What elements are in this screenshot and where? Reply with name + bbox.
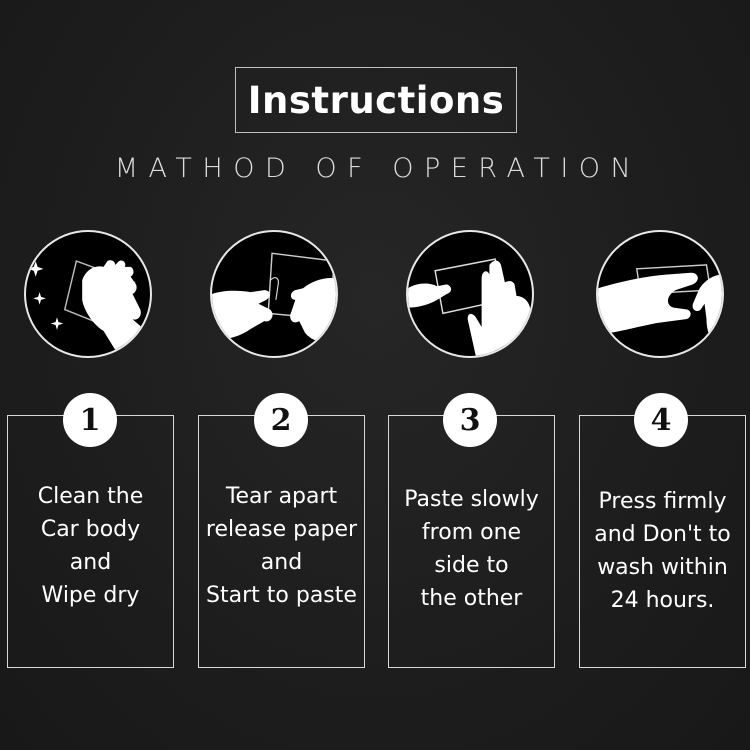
step-description: Clean the Car body and Wipe dry — [37, 484, 144, 608]
page-title: Instructions — [247, 78, 505, 122]
title-box: Instructions — [235, 67, 517, 133]
step-number-badge: 2 — [254, 393, 308, 447]
wipe-hand-icon — [24, 230, 152, 358]
step-number-badge: 3 — [443, 393, 497, 447]
peel-paper-icon — [210, 230, 338, 358]
step-number-badge: 4 — [634, 393, 688, 447]
step-description: Tear apart release paper and Start to pa… — [205, 484, 358, 608]
press-sticker-icon — [596, 230, 724, 358]
apply-sticker-icon — [406, 230, 534, 358]
page-subtitle: MATHOD OF OPERATION — [114, 153, 642, 184]
step-number-badge: 1 — [63, 393, 117, 447]
step-description: Paste slowly from one side to the other — [404, 487, 539, 611]
step-description: Press firmly and Don't to wash within 24… — [594, 489, 731, 613]
